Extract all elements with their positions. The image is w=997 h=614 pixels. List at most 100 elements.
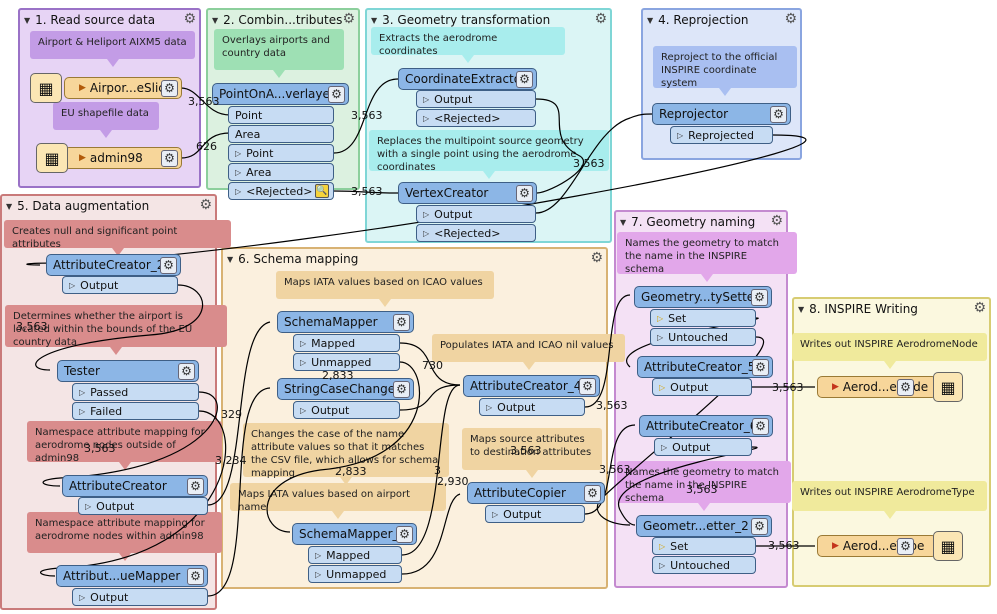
- transformer-tester[interactable]: Tester⚙: [57, 360, 199, 382]
- output-port-passed[interactable]: ▷Passed: [72, 383, 199, 401]
- gear-icon[interactable]: ⚙: [784, 11, 797, 27]
- transformer-coordinate-extractor[interactable]: CoordinateExtractor⚙: [398, 68, 537, 90]
- transformer-geometry-property-setter[interactable]: Geometry...tySetter⚙: [634, 286, 772, 308]
- gear-icon[interactable]: ⚙: [516, 71, 533, 88]
- annotation-maps-iata-name[interactable]: Maps IATA values based on airport name: [230, 483, 446, 519]
- gear-icon[interactable]: ⚙: [187, 478, 204, 495]
- gear-icon[interactable]: ⚙: [160, 257, 177, 274]
- reader-admin98[interactable]: ▶admin98⚙: [64, 147, 182, 169]
- output-port-untouched[interactable]: ▷Untouched: [650, 328, 756, 346]
- gear-icon[interactable]: ⚙: [752, 359, 769, 376]
- output-port-set[interactable]: ▷Set: [650, 309, 756, 327]
- collapse-triangle-icon[interactable]: ▼: [24, 15, 31, 25]
- output-port-output[interactable]: ▷Output: [416, 205, 536, 223]
- gear-icon[interactable]: ⚙: [897, 538, 914, 555]
- output-port-output[interactable]: ▷Output: [78, 497, 208, 515]
- output-port-rejected[interactable]: ▷<Rejected>: [416, 109, 536, 127]
- transformer-schema-mapper[interactable]: SchemaMapper⚙: [277, 311, 414, 333]
- annotation-namespace-within[interactable]: Namespace attribute mapping for aerodrom…: [27, 512, 222, 561]
- output-port-rejected[interactable]: ▷<Rejected>: [416, 224, 536, 242]
- output-port-output[interactable]: ▷Output: [485, 505, 585, 523]
- gear-icon[interactable]: ⚙: [342, 11, 355, 27]
- transformer-schema-mapper-2[interactable]: SchemaMapper_2⚙: [292, 523, 417, 545]
- gear-icon[interactable]: ⚙: [183, 11, 196, 27]
- collapse-triangle-icon[interactable]: ▼: [227, 254, 234, 264]
- gear-icon[interactable]: ⚙: [516, 185, 533, 202]
- output-port-reprojected[interactable]: ▷Reprojected: [670, 126, 773, 144]
- gear-icon[interactable]: ⚙: [579, 378, 596, 395]
- annotation-namespace-outside[interactable]: Namespace attribute mapping for aerodrom…: [27, 421, 222, 470]
- gear-icon[interactable]: ⚙: [161, 80, 178, 97]
- gear-icon[interactable]: ⚙: [590, 250, 603, 266]
- annotation-names-geometry[interactable]: Names the geometry to match the name in …: [617, 232, 797, 282]
- output-port-failed[interactable]: ▷Failed: [72, 402, 199, 420]
- gear-icon[interactable]: ⚙: [393, 314, 410, 331]
- transformer-geometry-property-setter-2[interactable]: Geometr...etter_2⚙: [636, 515, 772, 537]
- gear-icon[interactable]: ⚙: [187, 568, 204, 585]
- annotation-populates-nil[interactable]: Populates IATA and ICAO nil values: [432, 334, 625, 370]
- gear-icon[interactable]: ⚙: [752, 418, 769, 435]
- transformer-attribute-creator-2[interactable]: AttributeCreator_2⚙: [46, 254, 181, 276]
- gear-icon[interactable]: ⚙: [770, 213, 783, 229]
- table-reader-icon[interactable]: ▦: [36, 143, 68, 173]
- transformer-attribute-creator[interactable]: AttributeCreator⚙: [62, 475, 208, 497]
- annotation-eu-shapefile[interactable]: EU shapefile data: [53, 102, 159, 138]
- gear-icon[interactable]: ⚙: [770, 106, 787, 123]
- table-writer-icon[interactable]: ▦: [933, 372, 963, 402]
- table-reader-icon[interactable]: ▦: [30, 73, 62, 103]
- transformer-point-on-area-overlayer[interactable]: PointOnA...verlayer⚙: [212, 83, 349, 105]
- output-port-set[interactable]: ▷Set: [652, 537, 756, 555]
- table-writer-icon[interactable]: ▦: [933, 531, 963, 561]
- gear-icon[interactable]: ⚙: [396, 526, 413, 543]
- annotation-names-geometry-2[interactable]: Names the geometry to match the name in …: [617, 461, 791, 511]
- transformer-vertex-creator[interactable]: VertexCreator⚙: [398, 182, 537, 204]
- output-port-output[interactable]: ▷Output: [652, 378, 752, 396]
- output-port-output[interactable]: ▷Output: [654, 438, 752, 456]
- gear-icon[interactable]: ⚙: [751, 289, 768, 306]
- annotation-writes-type[interactable]: Writes out INSPIRE AerodromeType: [792, 481, 987, 519]
- annotation-maps-iata-icao[interactable]: Maps IATA values based on ICAO values: [276, 271, 494, 307]
- transformer-attribute-creator-4[interactable]: AttributeCreator_4⚙: [463, 375, 600, 397]
- transformer-attribute-value-mapper[interactable]: Attribut...ueMapper⚙: [56, 565, 208, 587]
- output-port-unmapped[interactable]: ▷Unmapped: [308, 565, 402, 583]
- annotation-maps-source[interactable]: Maps source attributes to destination at…: [462, 428, 602, 478]
- annotation-reproject[interactable]: Reproject to the official INSPIRE coordi…: [653, 46, 797, 96]
- output-port-rejected[interactable]: ▷<Rejected>🔍: [228, 182, 334, 200]
- gear-icon[interactable]: ⚙: [328, 86, 345, 103]
- gear-icon[interactable]: ⚙: [973, 300, 986, 316]
- input-port-point[interactable]: Point: [228, 106, 334, 124]
- collapse-triangle-icon[interactable]: ▼: [647, 15, 654, 25]
- writer-aerodrome-type[interactable]: ▶Aerod...eType⚙: [817, 535, 937, 557]
- transformer-attribute-creator-5[interactable]: AttributeCreator_5⚙: [637, 356, 773, 378]
- gear-icon[interactable]: ⚙: [897, 379, 914, 396]
- transformer-reprojector[interactable]: Reprojector⚙: [652, 103, 791, 125]
- output-port-area[interactable]: ▷Area: [228, 163, 334, 181]
- inspect-icon[interactable]: 🔍: [315, 184, 329, 198]
- transformer-attribute-copier[interactable]: AttributeCopier⚙: [467, 482, 605, 504]
- annotation-extracts-coordinates[interactable]: Extracts the aerodrome coordinates: [371, 27, 565, 63]
- output-port-point[interactable]: ▷Point: [228, 144, 334, 162]
- gear-icon[interactable]: ⚙: [178, 363, 195, 380]
- gear-icon[interactable]: ⚙: [393, 381, 410, 398]
- collapse-triangle-icon[interactable]: ▼: [798, 304, 805, 314]
- annotation-overlays[interactable]: Overlays airports and country data: [214, 29, 344, 78]
- transformer-attribute-creator-6[interactable]: AttributeCreator_6⚙: [639, 415, 773, 437]
- collapse-triangle-icon[interactable]: ▼: [371, 15, 378, 25]
- annotation-writes-node[interactable]: Writes out INSPIRE AerodromeNode: [792, 333, 987, 369]
- annotation-airport-data[interactable]: Airport & Heliport AIXM5 data: [30, 31, 195, 67]
- gear-icon[interactable]: ⚙: [594, 11, 607, 27]
- gear-icon[interactable]: ⚙: [199, 197, 212, 213]
- output-port-output[interactable]: ▷Output: [416, 90, 536, 108]
- output-port-mapped[interactable]: ▷Mapped: [308, 546, 402, 564]
- collapse-triangle-icon[interactable]: ▼: [6, 201, 13, 211]
- collapse-triangle-icon[interactable]: ▼: [212, 15, 219, 25]
- reader-airport-timeslice[interactable]: ▶Airpor...eSlice⚙: [64, 77, 182, 99]
- gear-icon[interactable]: ⚙: [161, 150, 178, 167]
- collapse-triangle-icon[interactable]: ▼: [620, 217, 627, 227]
- output-port-output[interactable]: ▷Output: [62, 276, 178, 294]
- gear-icon[interactable]: ⚙: [584, 485, 601, 502]
- input-port-area[interactable]: Area: [228, 125, 334, 143]
- output-port-output[interactable]: ▷Output: [479, 398, 585, 416]
- output-port-mapped[interactable]: ▷Mapped: [293, 334, 400, 352]
